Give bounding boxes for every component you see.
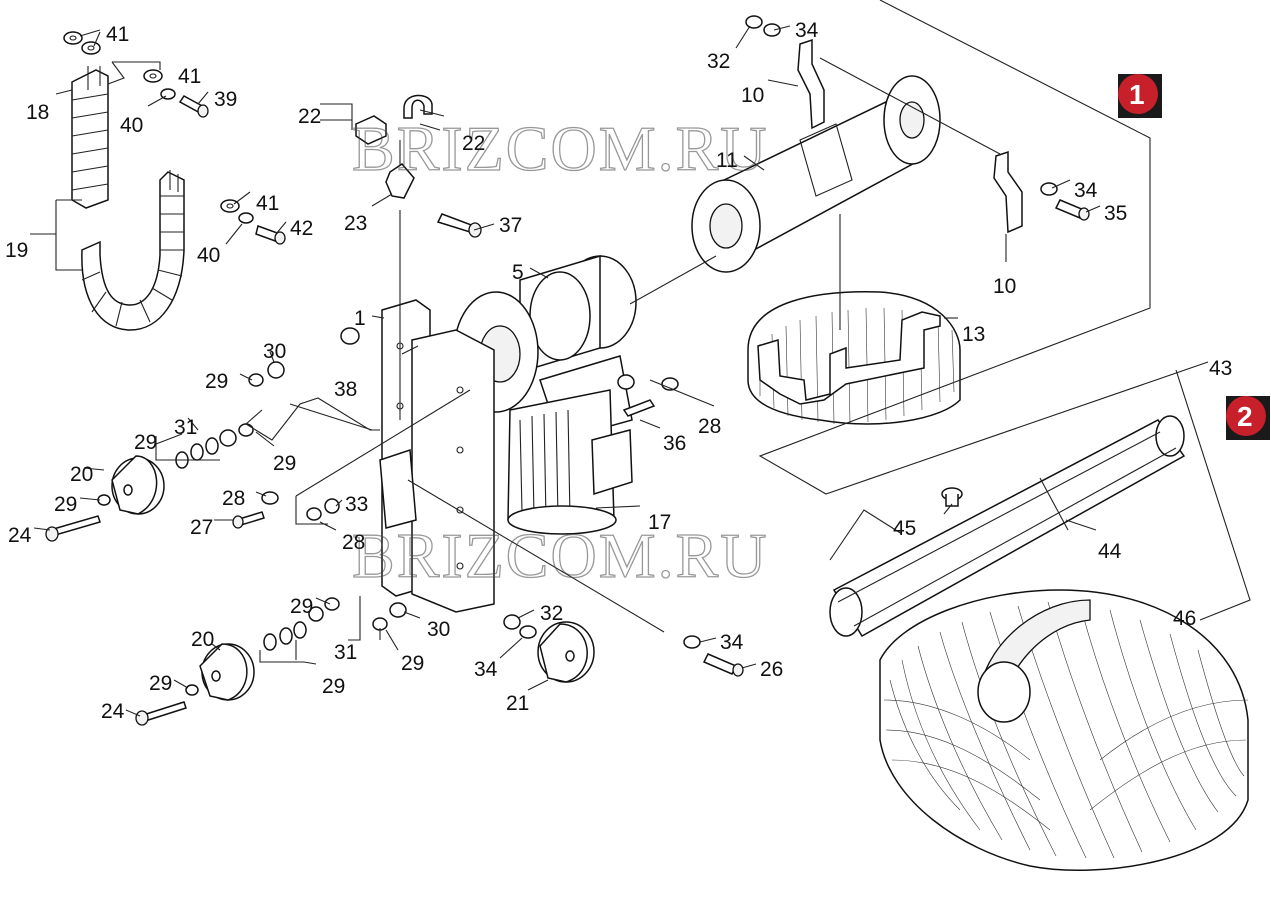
callout-18: 18 — [26, 101, 49, 124]
callout-28: 28 — [698, 415, 721, 438]
callout-38: 38 — [334, 378, 357, 401]
callout-45: 45 — [893, 517, 916, 540]
callout-41: 41 — [106, 23, 129, 46]
callout-19: 19 — [5, 239, 28, 262]
callout-24: 24 — [8, 524, 32, 547]
bracket-top — [745, 15, 1090, 234]
brush-tube — [829, 415, 1186, 638]
cable-chain-upper — [71, 66, 109, 209]
callout-22: 22 — [298, 105, 321, 128]
callout-13: 13 — [962, 323, 985, 346]
callout-31: 31 — [334, 641, 357, 664]
callout-29: 29 — [54, 493, 77, 516]
callout-31: 31 — [174, 416, 197, 439]
callout-40: 40 — [197, 244, 220, 267]
leader-lines — [30, 0, 1251, 717]
svg-text:1: 1 — [1129, 79, 1145, 110]
callout-29: 29 — [322, 675, 345, 698]
cable-chain-u — [81, 170, 185, 331]
callout-35: 35 — [1104, 202, 1127, 225]
hardware-top-mid — [355, 94, 482, 238]
callout-29: 29 — [205, 370, 228, 393]
callout-5: 5 — [512, 261, 524, 284]
callout-41: 41 — [178, 65, 201, 88]
callout-26: 26 — [760, 658, 783, 681]
svg-text:2: 2 — [1237, 401, 1253, 432]
callout-10: 10 — [741, 84, 764, 107]
callout-30: 30 — [427, 618, 450, 641]
callout-23: 23 — [344, 212, 367, 235]
callout-44: 44 — [1098, 540, 1122, 563]
callout-37: 37 — [499, 214, 522, 237]
watermark-top: BRIZCOM.RU — [352, 113, 769, 184]
callout-1: 1 — [354, 307, 366, 330]
callout-21: 21 — [506, 692, 529, 715]
watermark-bottom: BRIZCOM.RU — [352, 520, 769, 591]
callout-20: 20 — [70, 463, 93, 486]
callout-24: 24 — [101, 700, 125, 723]
callout-34: 34 — [474, 658, 498, 681]
callout-39: 39 — [214, 88, 237, 111]
callout-34: 34 — [795, 19, 819, 42]
shaft-assembly-top — [691, 75, 941, 273]
callout-29: 29 — [401, 652, 424, 675]
callout-36: 36 — [663, 432, 686, 455]
section-marker-2: 2 — [1226, 396, 1270, 440]
callout-11: 11 — [716, 149, 738, 172]
callout-29: 29 — [149, 672, 172, 695]
callout-33: 33 — [345, 493, 368, 516]
callout-46: 46 — [1173, 607, 1196, 630]
drive-motor — [453, 254, 679, 535]
mounting-plates — [340, 299, 495, 613]
callout-27: 27 — [190, 516, 213, 539]
hardware-top-left — [63, 31, 286, 245]
callout-40: 40 — [120, 114, 143, 137]
round-brush — [879, 589, 1249, 871]
callout-32: 32 — [707, 50, 730, 73]
callout-28: 28 — [342, 531, 365, 554]
callout-41: 41 — [256, 192, 279, 215]
callout-42: 42 — [290, 217, 313, 240]
callout-17: 17 — [648, 511, 671, 534]
callout-34: 34 — [720, 631, 744, 654]
rollers-and-hardware — [45, 361, 744, 726]
callout-32: 32 — [540, 602, 563, 625]
callout-30: 30 — [263, 340, 286, 363]
callout-29: 29 — [273, 452, 296, 475]
callout-29: 29 — [134, 431, 157, 454]
callout-43: 43 — [1209, 357, 1232, 380]
section-marker-1: 1 — [1118, 74, 1162, 118]
washer-stack — [97, 361, 701, 696]
callout-28: 28 — [222, 487, 245, 510]
callout-29: 29 — [290, 595, 313, 618]
brush-segment — [747, 291, 961, 425]
callout-10: 10 — [993, 275, 1016, 298]
callout-34: 34 — [1074, 179, 1098, 202]
callout-22: 22 — [462, 132, 485, 155]
callout-20: 20 — [191, 628, 214, 651]
